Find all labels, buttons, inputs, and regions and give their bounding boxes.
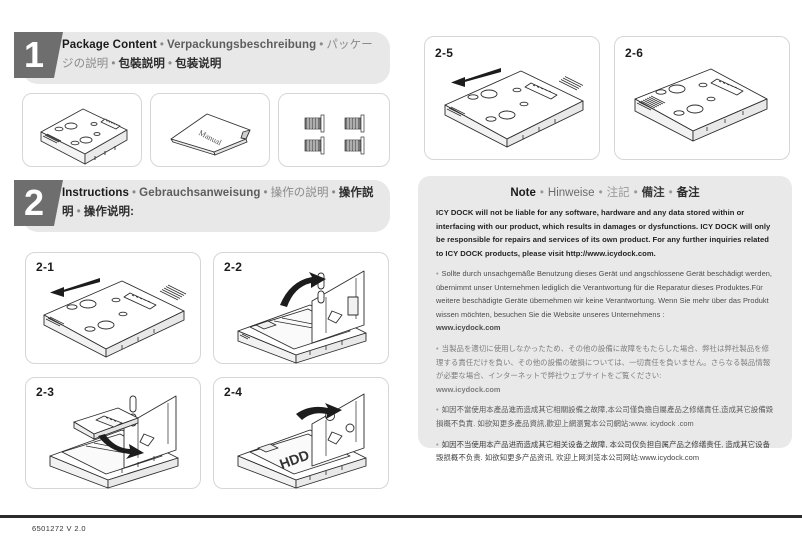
arrow-left-icon	[50, 278, 100, 297]
manual-booklet-icon: Manual	[170, 113, 251, 156]
step2-title-zh-trad: 操作説明	[62, 187, 374, 218]
note-paragraph-zh-trad: •如因不當使用本產品進而造成其它相關設備之故障,本公司僅負擔自屬產品之修繕責任,…	[436, 403, 774, 430]
note-text-en: ICY DOCK will not be liable for any soft…	[436, 208, 771, 258]
step-2-1-caption: 2-1	[36, 260, 55, 274]
sep-icon: •	[111, 58, 116, 70]
sep-icon: •	[319, 39, 324, 51]
step1-number-chip: 1	[14, 32, 63, 78]
step-2-3-illustration	[49, 395, 179, 489]
step2-title-zh-simp: 操作说明:	[83, 206, 135, 218]
step1-title-zh-simp: 包装说明	[175, 58, 222, 70]
note-url-ja: www.icydock.com	[436, 384, 501, 394]
step1-title-zh-trad: 包裝説明	[118, 58, 165, 70]
step-panel-2-3: 2-3	[25, 377, 201, 489]
bullet-icon: •	[436, 439, 439, 449]
bullet-icon: •	[436, 269, 439, 278]
note-paragraph-zh-simp: •如因不当使用本产品进而造成其它相关设备之故障, 本公司仅负担自属产品之修缮责任…	[436, 438, 774, 465]
note-text-de: Sollte durch unsachgemäße Benutzung dies…	[436, 269, 772, 319]
note-panel: Note•Hinweise•注記•備注•备注 ICY DOCK will not…	[418, 176, 792, 462]
sep-icon: •	[331, 187, 336, 199]
sep-icon: •	[633, 187, 638, 199]
sep-icon: •	[132, 187, 137, 199]
sep-icon: •	[539, 187, 544, 199]
step2-title-band	[22, 180, 390, 232]
note-paragraph-ja: •当製品を適切に使用しなかったため、その他の設備に故障をもたらした場合、弊社は弊…	[436, 342, 774, 396]
footer-document-code: 6501272 V 2.0	[32, 524, 86, 533]
note-title-ja: 注記	[606, 187, 630, 199]
arrow-curved-up-icon	[280, 272, 326, 307]
step-2-6-illustration	[634, 68, 768, 142]
note-paragraph-en: ICY DOCK will not be liable for any soft…	[436, 206, 774, 260]
package-item-manual: Manual	[150, 93, 270, 167]
note-body: ICY DOCK will not be liable for any soft…	[436, 206, 774, 472]
note-text-zh-simp: 如因不当使用本产品进而造成其它相关设备之故障, 本公司仅负担自属产品之修缮责任,…	[436, 439, 771, 463]
step1-heading: Package Content•Verpackungsbeschreibung•…	[62, 36, 384, 74]
note-text-zh-trad: 如因不當使用本產品進而造成其它相關設備之故障,本公司僅負擔自屬產品之修繕責任,造…	[436, 405, 774, 428]
step2-number-chip: 2	[14, 180, 63, 226]
step-2-1-illustration	[43, 278, 187, 358]
step-panel-2-1: 2-1	[25, 252, 201, 364]
package-item-enclosure	[22, 93, 142, 167]
step-2-4-caption: 2-4	[224, 385, 243, 399]
bullet-icon: •	[436, 405, 439, 415]
note-title: Note•Hinweise•注記•備注•备注	[418, 184, 792, 200]
sep-icon: •	[159, 39, 164, 51]
note-title-zh-simp: 备注	[676, 187, 700, 199]
step-2-4-illustration: HDD	[237, 393, 367, 489]
note-paragraph-de: •Sollte durch unsachgemäße Benutzung die…	[436, 267, 774, 335]
arrow-left-icon	[451, 68, 501, 87]
step-panel-2-4: 2-4 HDD	[213, 377, 389, 489]
step2-heading: Instructions•Gebrauchsanweisung•操作の説明•操作…	[62, 184, 384, 222]
step-2-3-caption: 2-3	[36, 385, 55, 399]
step2-title-en: Instructions	[62, 187, 130, 199]
step-2-5-illustration	[444, 68, 584, 148]
step-2-2-caption: 2-2	[224, 260, 243, 274]
sep-icon: •	[598, 187, 603, 199]
step2-title-de: Gebrauchsanweisung	[139, 187, 261, 199]
note-title-en: Note	[510, 187, 536, 199]
package-item-screws	[278, 93, 390, 167]
step-panel-2-2: 2-2	[213, 252, 389, 364]
step-2-6-caption: 2-6	[625, 46, 644, 60]
note-title-zh-trad: 備注	[641, 187, 665, 199]
step1-title-ja: パッケージの説明	[62, 39, 373, 70]
footer-divider	[0, 515, 802, 518]
arrow-curved-down-icon	[98, 434, 144, 459]
step-panel-2-5: 2-5	[424, 36, 600, 160]
bullet-icon: •	[436, 343, 439, 353]
step1-title-de: Verpackungsbeschreibung	[166, 39, 317, 51]
sep-icon: •	[668, 187, 673, 199]
sep-icon: •	[76, 206, 81, 218]
step-2-5-caption: 2-5	[435, 46, 454, 60]
drive-enclosure-icon	[40, 108, 128, 165]
step2-title-ja: 操作の説明	[270, 187, 329, 199]
sep-icon: •	[263, 187, 268, 199]
step1-title-band	[22, 32, 390, 84]
step-2-2-illustration	[237, 270, 367, 364]
screws-icon	[304, 114, 365, 155]
sep-icon: •	[167, 58, 173, 70]
note-url-de: www.icydock.com	[436, 323, 501, 333]
step-panel-2-6: 2-6	[614, 36, 790, 160]
note-text-ja: 当製品を適切に使用しなかったため、その他の設備に故障をもたらした場合、弊社は弊社…	[436, 343, 771, 381]
step1-title-en: Package Content	[62, 39, 157, 51]
arrow-curved-down-icon	[296, 403, 342, 420]
note-title-de: Hinweise	[547, 187, 595, 199]
